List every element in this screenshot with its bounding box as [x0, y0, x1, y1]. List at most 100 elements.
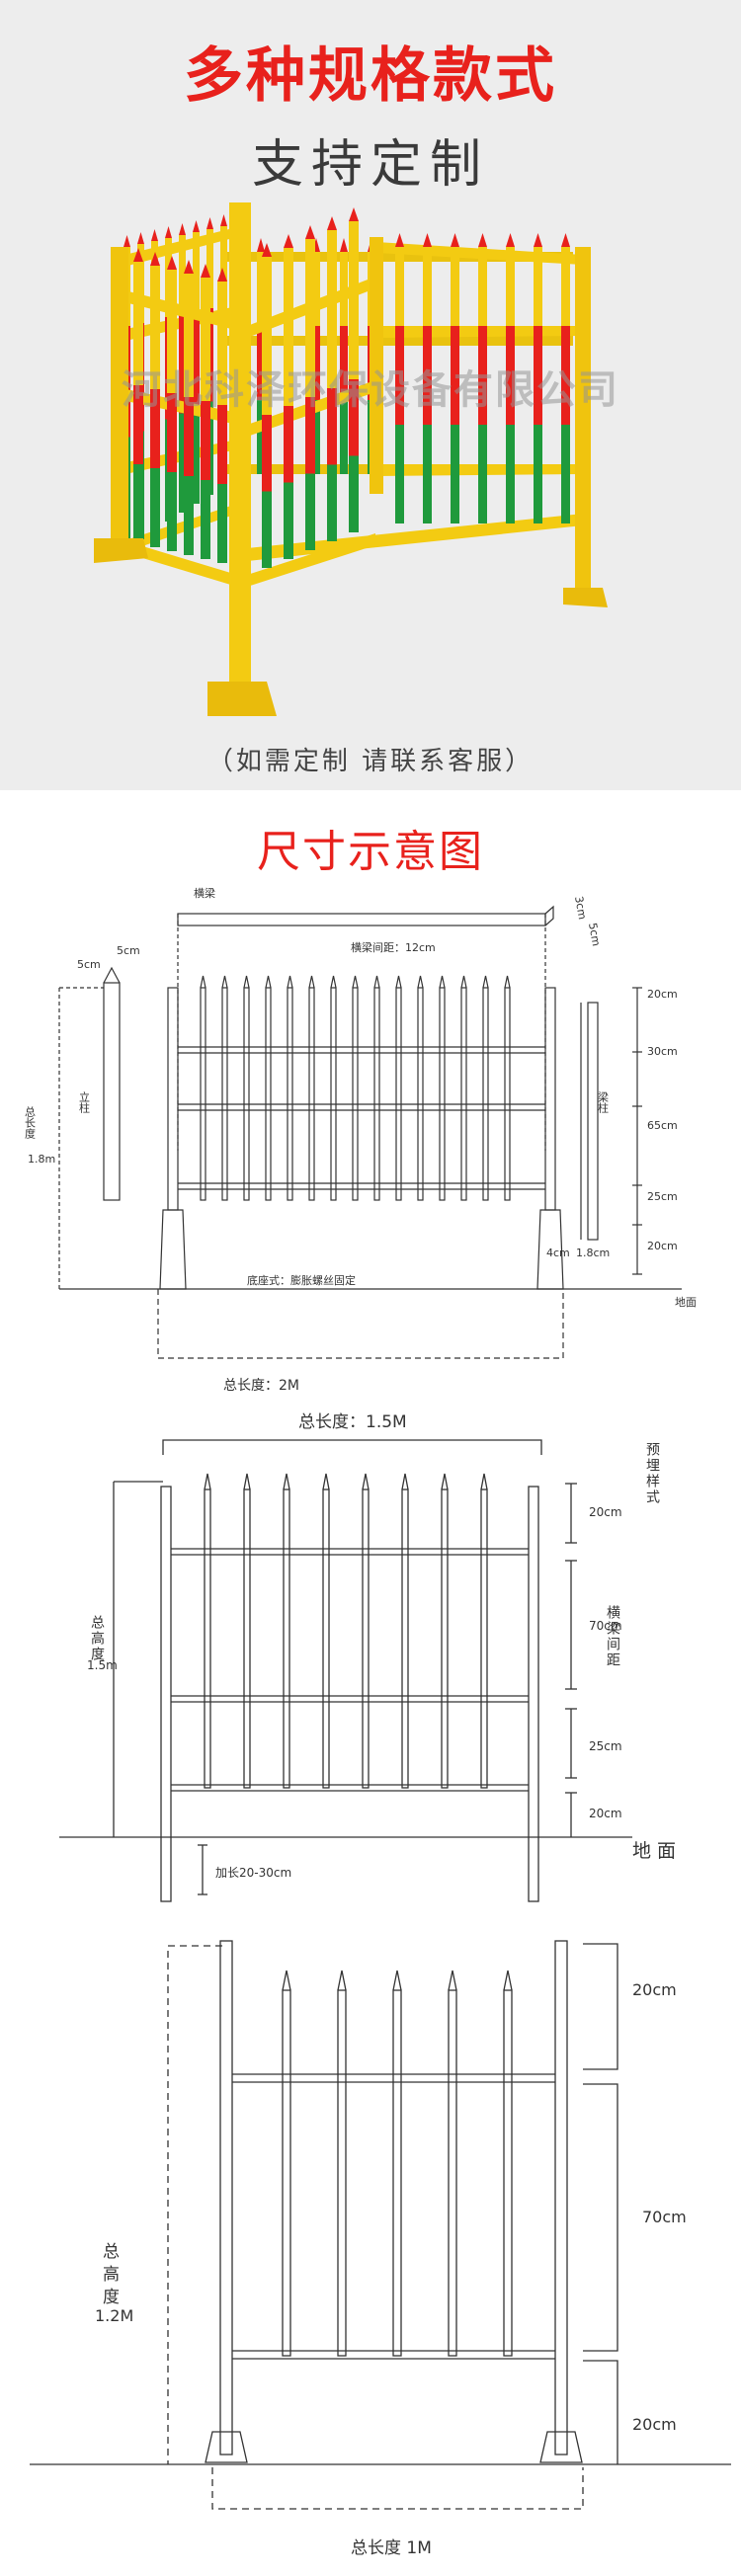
diagram2-picket-tip: [243, 1473, 251, 1490]
picket-green-segment: [561, 425, 570, 523]
total-length-2m: 总长度：2M: [223, 1378, 299, 1394]
fence-illustration: [94, 202, 608, 716]
picket-red-segment: [305, 397, 315, 474]
right-post: [528, 1486, 539, 1902]
diagram1-dimension: 30cm: [647, 1045, 678, 1058]
total-height-label: 总高度: [89, 1615, 105, 1662]
company-watermark: 河北科泽环保设备有限公司: [122, 367, 619, 413]
picket-yellow-segment: [220, 226, 227, 305]
picket-red-tip: [534, 233, 542, 247]
beam-spacing-label: 横梁间距: [605, 1605, 620, 1668]
picket-green-segment: [217, 484, 227, 563]
base-width: 4cm: [546, 1247, 570, 1259]
picket-red-segment: [193, 311, 200, 408]
section-title: 尺寸示意图: [257, 827, 484, 877]
diagram1-picket-tip: [265, 975, 272, 989]
picket-red-segment: [201, 401, 210, 480]
picket-yellow-segment: [133, 262, 143, 385]
dim-70cm: 70cm: [642, 2208, 687, 2226]
diagram1-dimension: 25cm: [647, 1190, 678, 1203]
diagram-2m: 横梁 3cm 5cm 5cm 5cm 横梁间距：12cm 总长度 1.8m 立柱…: [24, 886, 698, 1394]
picket-yellow-segment: [257, 252, 265, 326]
fence-front-pickets: [133, 207, 359, 568]
picket-red-segment: [167, 393, 177, 472]
picket-yellow-segment: [395, 247, 404, 326]
picket-red-segment: [179, 314, 186, 414]
diagram1-picket-tip: [395, 975, 402, 989]
picket-red-tip: [133, 248, 143, 262]
diagram1-picket-tip: [504, 975, 511, 989]
picket-green-segment: [423, 425, 432, 523]
picket-red-tip: [284, 234, 293, 248]
picket-red-segment: [340, 326, 348, 400]
diagram-1m: 总高度 1.2M 20cm 70cm 20cm 总长度 1M: [30, 1940, 731, 2558]
total-height-label: 总长度: [24, 1105, 37, 1140]
diagram3-picket-tip: [392, 1970, 402, 1991]
beam-spacing: 横梁间距：12cm: [351, 940, 436, 954]
diagram1-picket: [395, 987, 402, 1201]
diagram2-picket: [322, 1489, 330, 1789]
diagram2-picket-tip: [283, 1473, 290, 1490]
diagram1-picket: [330, 987, 337, 1201]
diagram1-dimension: 20cm: [647, 1240, 678, 1252]
post-detail: [103, 982, 121, 1201]
diagram2-picket: [243, 1489, 251, 1789]
picket-green-segment: [395, 425, 404, 523]
picket-yellow-segment: [217, 282, 227, 405]
diagram2-picket-tip: [441, 1473, 449, 1490]
total-height-value: 1.5m: [87, 1658, 118, 1672]
diagram2-picket: [441, 1489, 449, 1789]
diagram3-picket-tip: [503, 1970, 513, 1991]
diagram1-picket-tip: [308, 975, 315, 989]
picket-green-segment: [506, 425, 515, 523]
dim-20cm-bottom: 20cm: [632, 2415, 677, 2434]
diagram2-picket: [362, 1489, 370, 1789]
picket-red-tip: [184, 260, 194, 274]
picket-red-tip: [305, 225, 315, 239]
total-height-value: 1.2M: [95, 2306, 133, 2325]
ground-label: 地面: [675, 1296, 697, 1309]
diagram1-picket: [373, 987, 380, 1201]
picket-green-segment: [534, 425, 542, 523]
dim-25cm: 25cm: [589, 1739, 622, 1753]
picket-red-tip: [561, 233, 570, 247]
side-beam-detail: [587, 1002, 599, 1241]
picket-red-tip: [193, 220, 200, 232]
picket-yellow-segment: [327, 230, 337, 388]
picket-yellow-segment: [150, 266, 160, 389]
total-length-1m: 总长度 1M: [351, 2538, 432, 2558]
diagram1-picket-tip: [373, 975, 380, 989]
diagram1-picket: [504, 987, 511, 1201]
diagram1-picket-tip: [352, 975, 359, 989]
diagram3-picket-tip: [282, 1970, 291, 1991]
picket-yellow-segment: [478, 247, 487, 326]
ground-label: 地 面: [632, 1840, 676, 1862]
picket-green-segment: [201, 480, 210, 559]
post-label: 立柱: [78, 1090, 91, 1114]
picket-green-segment: [262, 491, 272, 568]
diagram1-picket: [243, 987, 250, 1201]
diagram1-picket-tip: [287, 975, 293, 989]
diagram1-picket-tip: [482, 975, 489, 989]
diagram1-picket-tip: [417, 975, 424, 989]
diagram3-picket: [448, 1989, 457, 2357]
side-beam-label: 梁柱: [597, 1090, 610, 1114]
picket-yellow-segment: [451, 247, 459, 326]
hero-subtitle: 支持定制: [251, 135, 489, 195]
hero-title: 多种规格款式: [184, 41, 557, 111]
picket-green-segment: [478, 425, 487, 523]
picket-red-tip: [151, 229, 158, 241]
picket-green-segment: [184, 476, 194, 555]
top-beam-end: [544, 905, 554, 926]
diagram2-picket: [283, 1489, 290, 1789]
picket-green-segment: [179, 413, 186, 513]
diagram2-picket-tip: [401, 1473, 409, 1490]
dim-20cm-bottom: 20cm: [589, 1807, 622, 1820]
left-post: [219, 1940, 233, 2455]
dim-20cm-top: 20cm: [589, 1505, 622, 1519]
dim-20cm-top: 20cm: [632, 1980, 677, 1999]
base-height: 1.8cm: [576, 1247, 610, 1259]
picket-red-segment: [217, 405, 227, 484]
picket-green-segment: [451, 425, 459, 523]
diagram2-picket-tip: [362, 1473, 370, 1490]
